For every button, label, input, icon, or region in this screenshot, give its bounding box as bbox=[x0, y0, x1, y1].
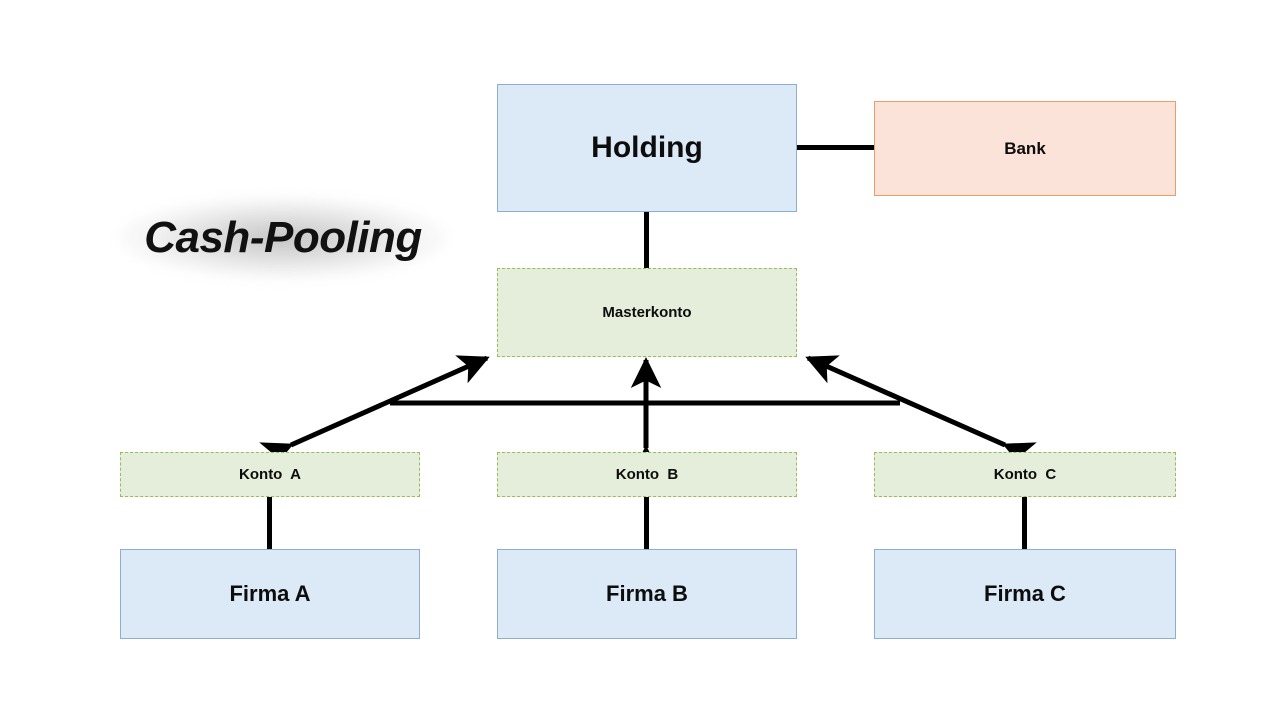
node-holding[interactable]: Holding bbox=[497, 84, 797, 212]
diagram-title-label: Cash-Pooling bbox=[144, 213, 422, 262]
node-konto-b[interactable]: Konto B bbox=[497, 452, 797, 497]
connector-holding-bank bbox=[797, 145, 875, 150]
title-glow-backdrop bbox=[118, 196, 448, 280]
connector-konto-c-firma-c bbox=[1022, 496, 1027, 550]
connector-konto-a-firma-a bbox=[267, 496, 272, 550]
arrow-konto-c-masterkonto bbox=[805, 355, 1037, 471]
arrow-konto-a-masterkonto bbox=[259, 355, 490, 471]
node-konto-c[interactable]: Konto C bbox=[874, 452, 1176, 497]
node-firma-b[interactable]: Firma B bbox=[497, 549, 797, 639]
node-konto-a[interactable]: Konto A bbox=[120, 452, 420, 497]
diagram-title: Cash-Pooling bbox=[118, 196, 448, 280]
node-masterkonto[interactable]: Masterkonto bbox=[497, 268, 797, 357]
connector-holding-masterkonto bbox=[644, 211, 649, 269]
node-firma-a[interactable]: Firma A bbox=[120, 549, 420, 639]
node-bank[interactable]: Bank bbox=[874, 101, 1176, 196]
connector-konto-b-firma-b bbox=[644, 496, 649, 550]
node-firma-c[interactable]: Firma C bbox=[874, 549, 1176, 639]
